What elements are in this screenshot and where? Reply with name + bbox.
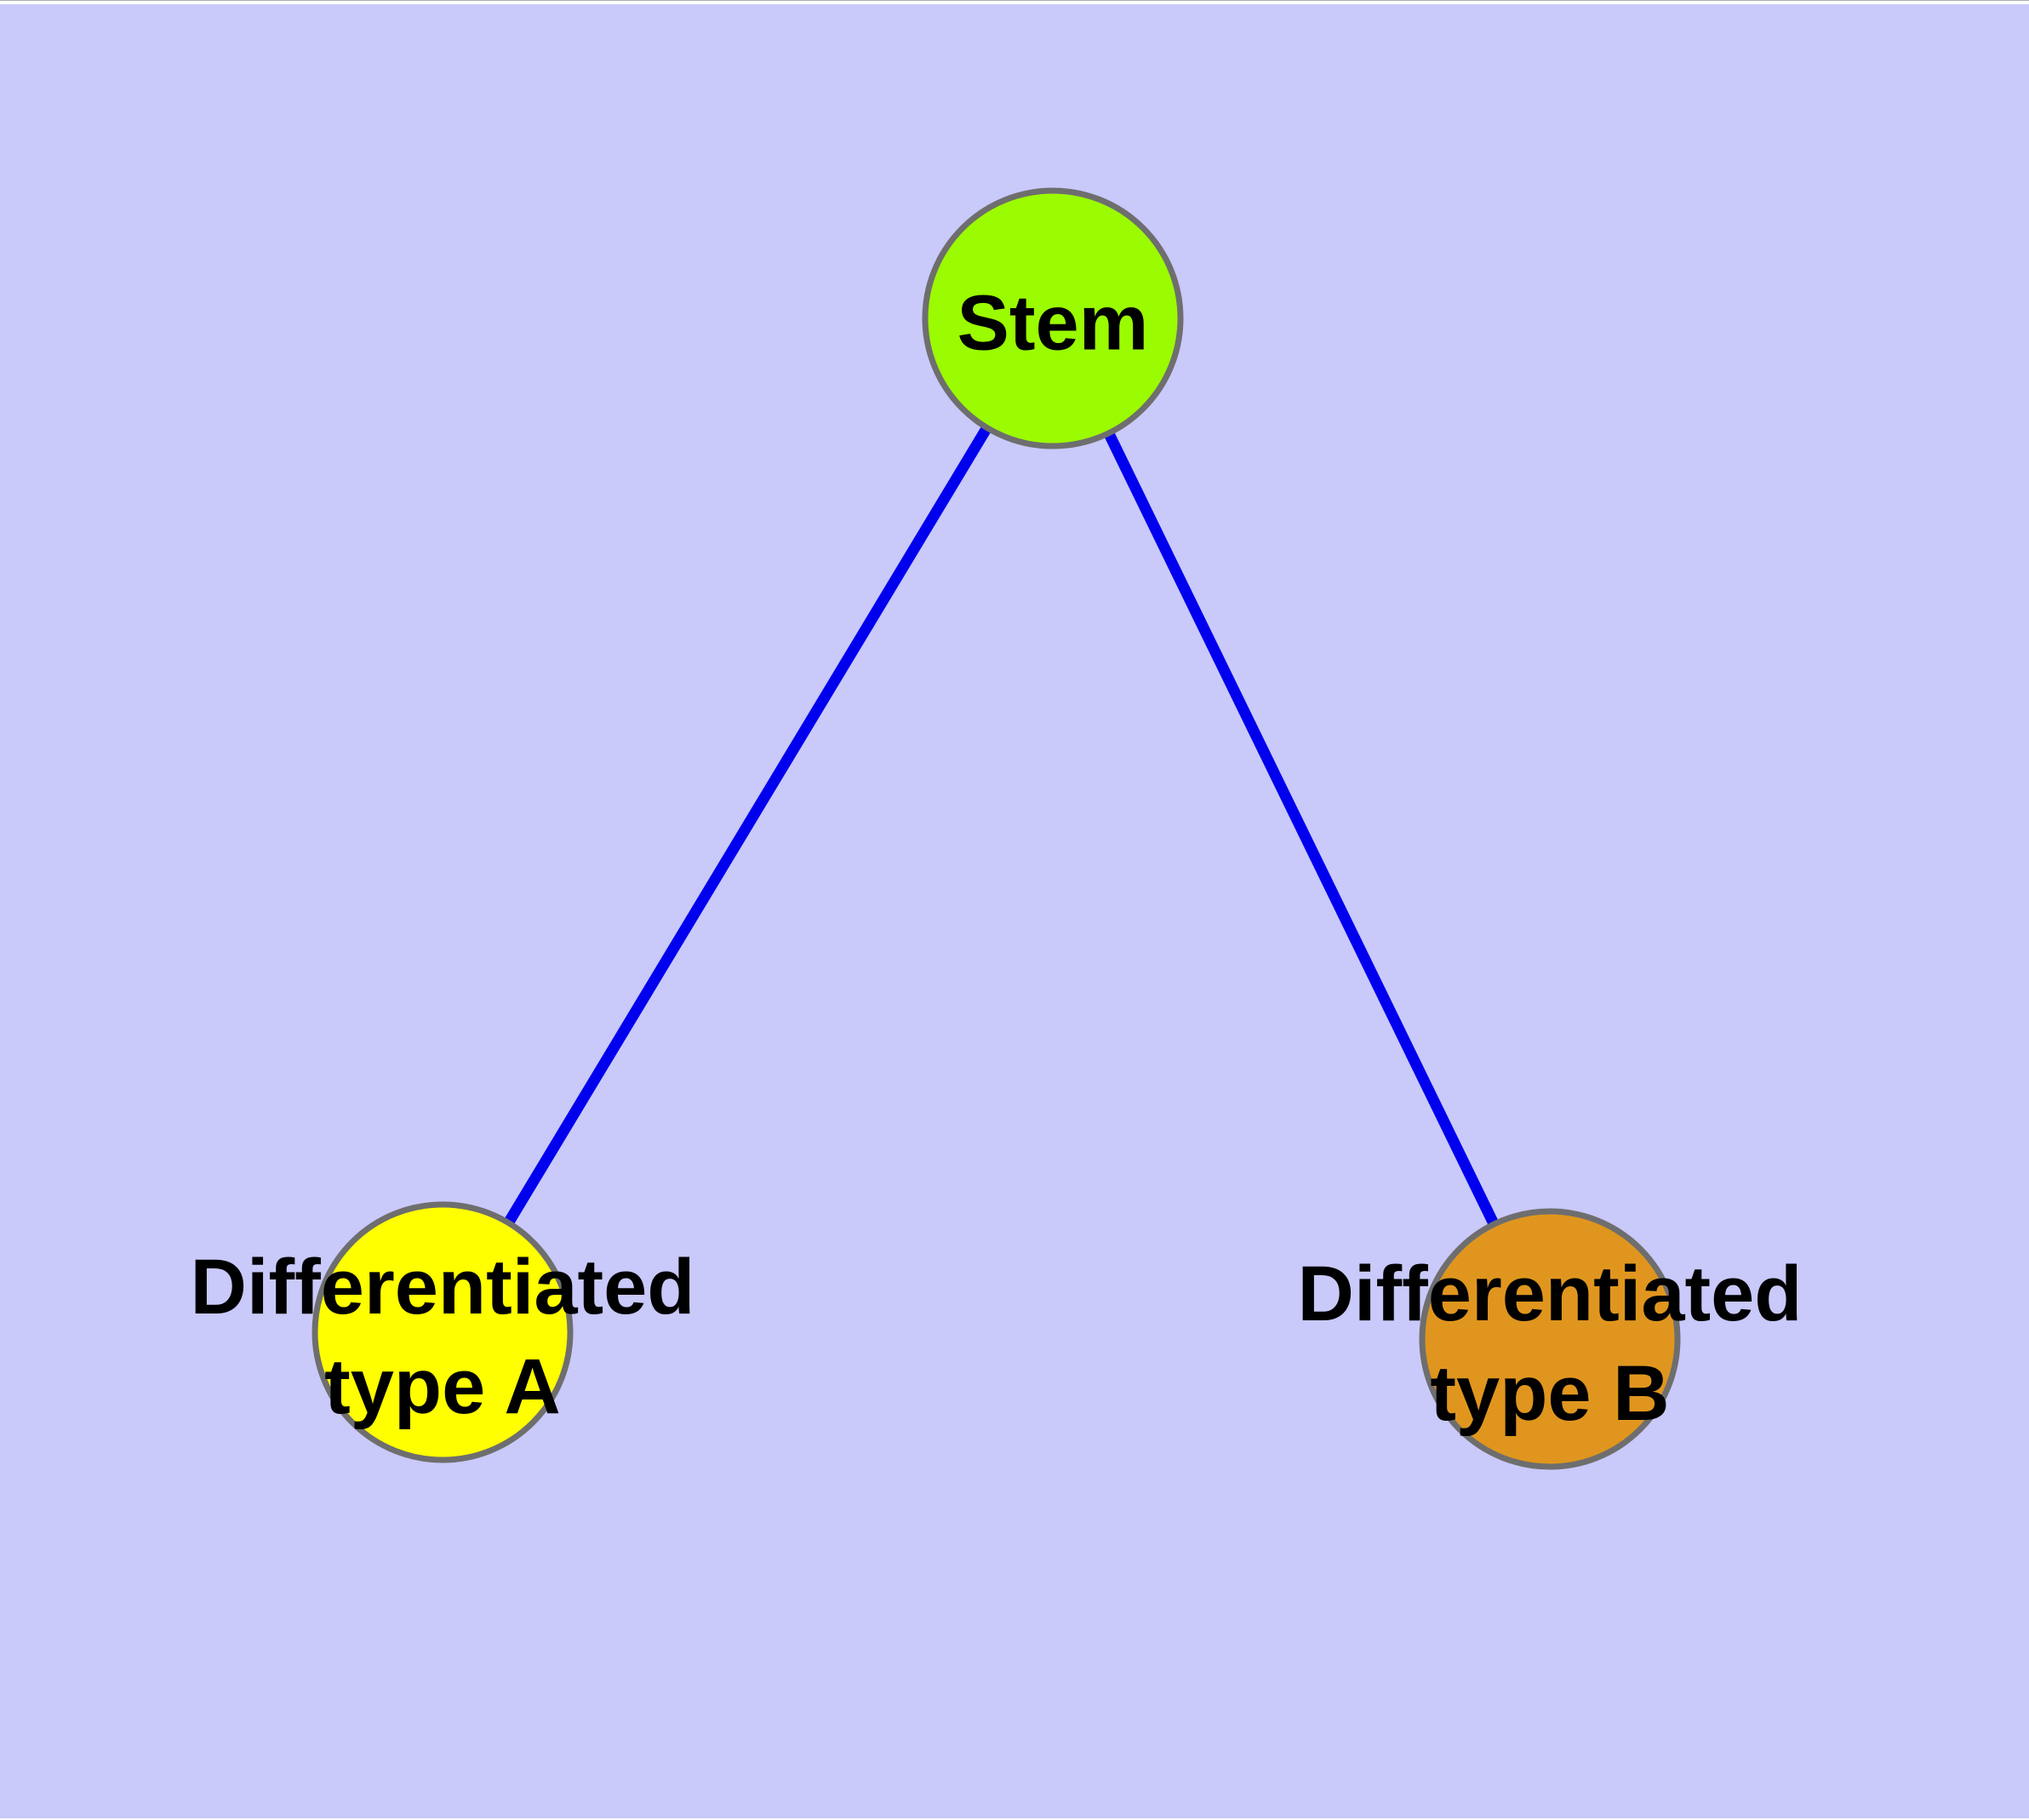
graph-node-diff-a <box>311 1201 574 1463</box>
graph-edge-stem-diff-b <box>1048 316 1555 1342</box>
graph-node-stem <box>922 187 1184 449</box>
diagram-canvas: Stem Differentiated type A Differentiate… <box>0 4 2029 1818</box>
graph-drawing <box>311 187 1681 1470</box>
graph-edge-stem-diff-a <box>437 315 1058 1336</box>
graph-node-diff-b <box>1419 1208 1681 1470</box>
